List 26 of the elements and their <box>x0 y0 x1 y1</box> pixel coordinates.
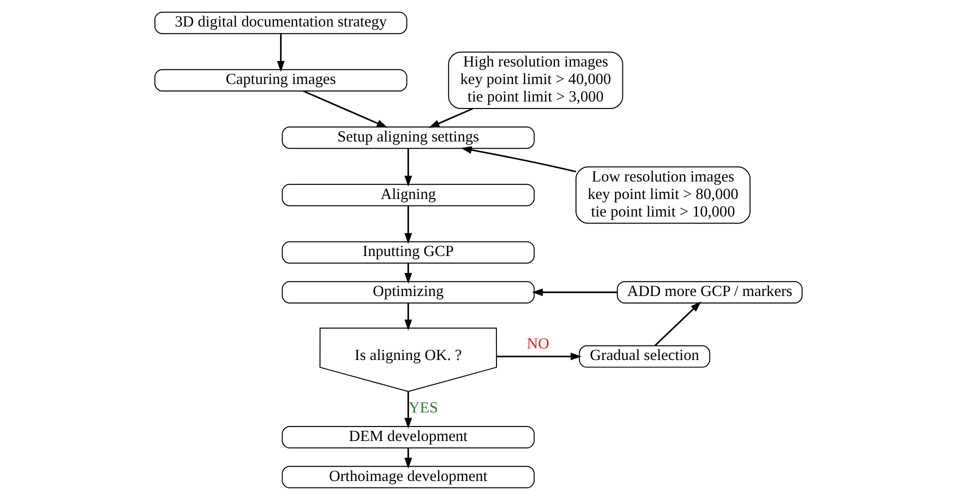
node-box: High resolution images key point limit > 40,000 tie point limit > 3,000 <box>448 52 623 109</box>
arrow <box>404 303 412 330</box>
node-box: ADD more GCP / markers <box>616 281 802 304</box>
arrow <box>531 288 617 296</box>
node-box: DEM development <box>281 426 534 448</box>
arrow <box>302 90 388 128</box>
node-box: Optimizing <box>281 281 534 304</box>
arrow <box>404 206 412 244</box>
arrow <box>496 352 582 360</box>
arrow <box>276 34 284 72</box>
arrow <box>654 301 701 346</box>
arrow <box>460 146 576 172</box>
arrow <box>428 108 472 128</box>
node-box: Orthoimage development <box>281 466 534 488</box>
edge-label: NO <box>526 336 549 353</box>
arrow <box>404 448 412 469</box>
node-box: Inputting GCP <box>281 241 534 264</box>
node-box: Gradual selection <box>578 345 710 368</box>
arrow <box>404 263 412 284</box>
node-box: 3D digital documentation strategy <box>154 12 407 34</box>
node-box: Low resolution images key point limit > 80,000 tie point limit > 10,000 <box>575 166 750 224</box>
node-box: Setup aligning settings <box>281 126 534 149</box>
arrow <box>404 148 412 187</box>
node-box: Capturing images <box>154 69 407 92</box>
node-box: Aligning <box>281 184 534 206</box>
arrow <box>404 392 412 429</box>
